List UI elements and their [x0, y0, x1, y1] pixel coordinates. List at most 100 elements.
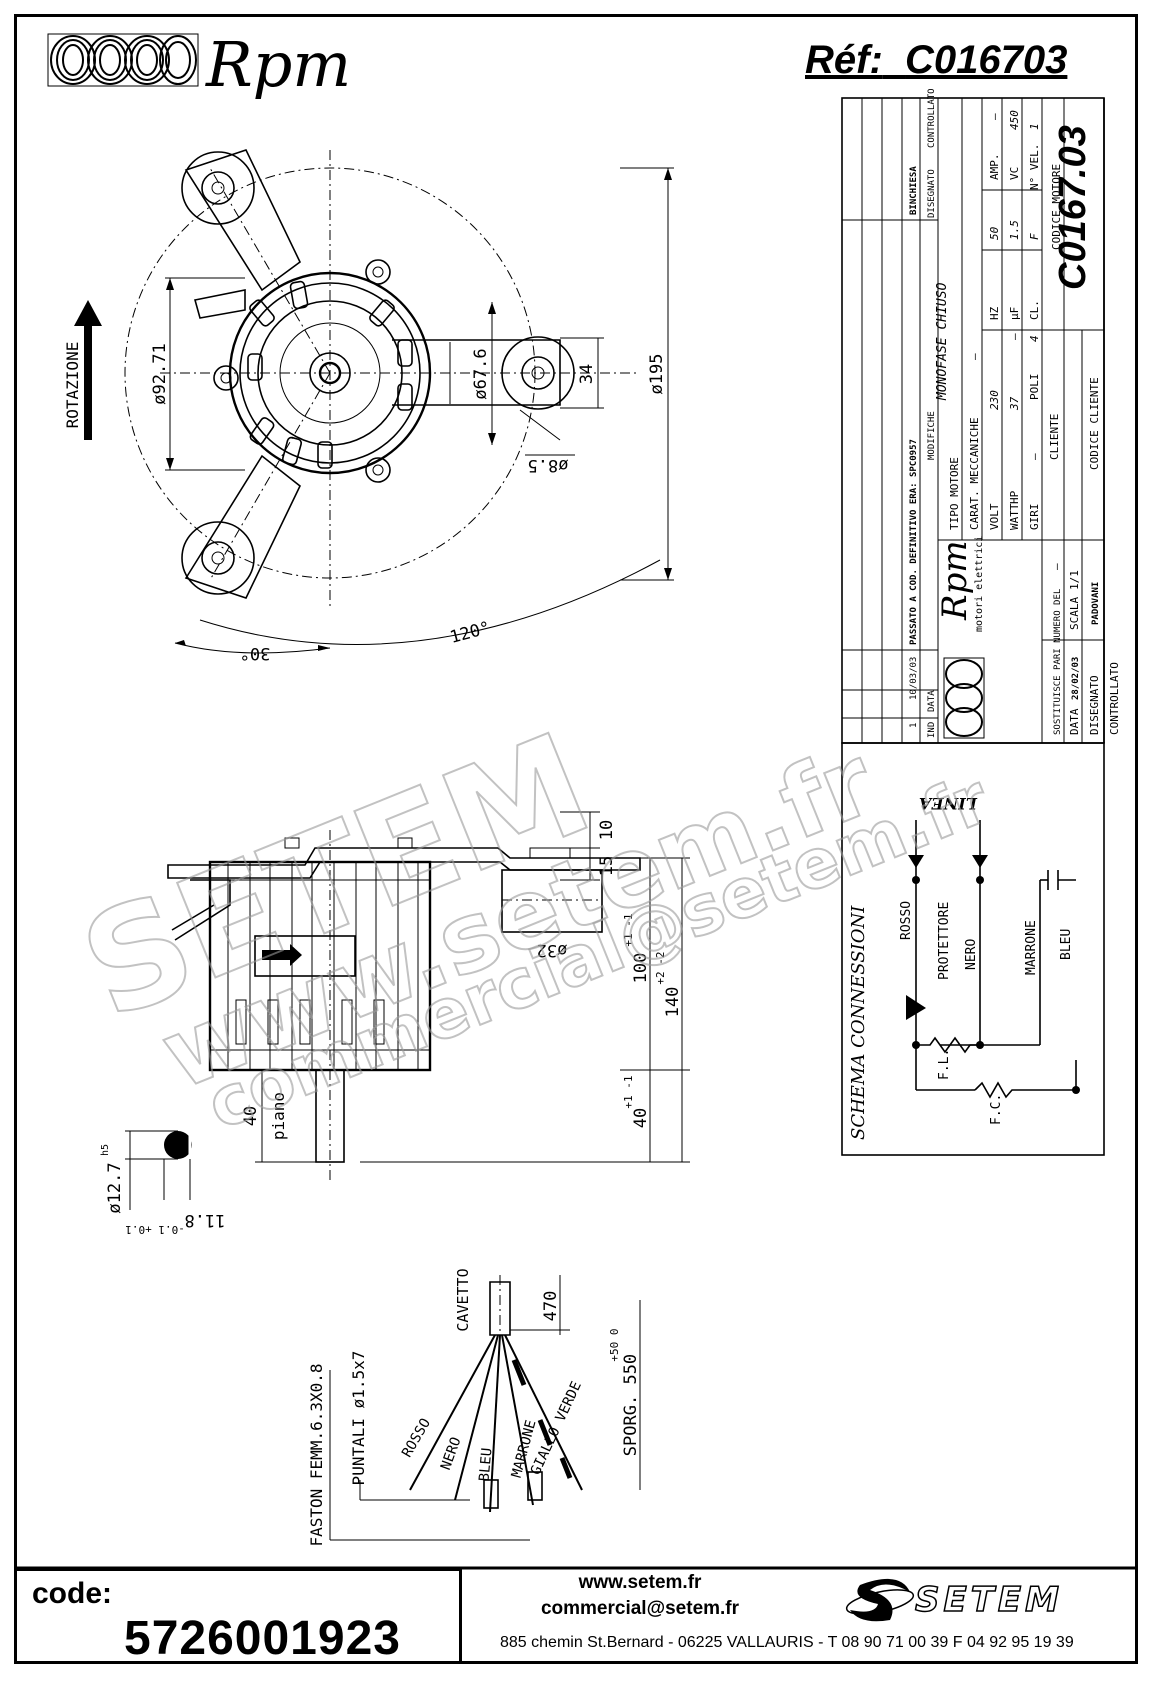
setem-logo-text: SETEM [914, 1579, 1063, 1621]
cl-label: CL. [1028, 300, 1041, 320]
data-label: DATA [1068, 708, 1081, 735]
hz-label: HZ [988, 306, 1001, 320]
disegnato-label: DISEGNATO [1088, 675, 1101, 735]
watt-value: 37 [1008, 396, 1021, 411]
mount-hole-right [501, 336, 575, 410]
volt-label: VOLT [988, 503, 1001, 530]
dim-40-left: 40 [241, 1106, 261, 1126]
dim-470: 470 [541, 1291, 561, 1322]
sporg-label: SPORG. 550 [621, 1354, 641, 1456]
rev-sign: BINCHIESA [909, 166, 919, 215]
drawing-frame [14, 14, 1138, 1664]
data-value: 28/02/03 [1071, 657, 1081, 700]
shaft-diameter: ø12.7 [105, 1162, 125, 1213]
ref-value: C016703 [905, 38, 1068, 82]
mount-hole-bottom [181, 521, 255, 595]
scala-label: SCALA [1068, 597, 1081, 630]
tb-rpm-brand: Rpm [935, 540, 975, 621]
poli-value: 4 [1028, 335, 1041, 342]
dim-15: 15 [597, 856, 617, 876]
footer-website[interactable]: www.setem.fr [578, 1572, 702, 1593]
puntali-label: PUNTALI ø1.5x7 [349, 1351, 368, 1486]
giri-label: GIRI [1028, 504, 1041, 531]
schema-rosso: ROSSO [899, 901, 914, 940]
piano-label: piano [269, 1092, 288, 1140]
rpm-coil-logo [47, 33, 199, 87]
vc-value: 450 [1008, 110, 1021, 130]
poli-label: POLI [1028, 374, 1041, 401]
ref-label: Réf: [805, 38, 883, 82]
code-box: code: 5726001923 [14, 1568, 462, 1665]
hz-value: 50 [988, 226, 1001, 240]
dim-140-tol: +2 -2 [654, 951, 667, 984]
shaft-fit: h5 [100, 1144, 111, 1156]
setem-logo-icon [845, 1578, 915, 1622]
tipo-motore: MONOFASE CHIUSO [935, 282, 950, 401]
schema-fl: F.L. [937, 1049, 952, 1080]
side-view: 10 15 ø32 100 +1 -1 140 +2 -2 40 +1 -1 4… [100, 811, 690, 1236]
wire-nero: NERO [438, 1435, 465, 1472]
codice-motore-label: CODICE MOTORE [1050, 164, 1063, 250]
wiring-schema: SCHEMA CONNESSIONI LINEA ROSSO [841, 742, 1105, 1156]
cavetto-label: CAVETTO [454, 1268, 472, 1331]
mount-hole-top [181, 151, 255, 225]
dim-92-71: ø92.71 [150, 343, 170, 404]
volt-value: 230 [988, 390, 1001, 410]
protector-icon [906, 995, 926, 1020]
hp-value: — [1008, 333, 1021, 340]
controllato-label: CONTROLLATO [1108, 662, 1121, 735]
sostituisce-label: SOSTITUISCE PARI NUMERO DEL [1053, 589, 1063, 735]
linea-label: LINEA [919, 794, 978, 813]
codice-motore: C0167.03 [1052, 125, 1094, 290]
cl-value: F [1028, 233, 1041, 240]
flat-tol: -0.1 +0.1 [125, 1223, 185, 1236]
col-controllato: CONTROLLATO [927, 88, 937, 148]
carat-value: — [968, 353, 981, 360]
vc-label: VC [1008, 167, 1021, 180]
sostituisce-value: — [1050, 563, 1063, 570]
top-view: ø92.71 ø67.6 34 ø195 ø8.5 30° 120° [63, 149, 674, 663]
code-value: 5726001923 [124, 1612, 401, 1665]
title-block: 1 10/03/03 PASSATO A COD. DEFINITIVO ERA… [841, 88, 1121, 744]
schema-protettore: PROTETTORE [937, 902, 952, 980]
uf-value: 1.5 [1008, 220, 1021, 240]
carat-label: CARAT. MECCANICHE [968, 417, 981, 530]
rev-text: PASSATO A COD. DEFINITIVO ERA: SPC0957 [909, 439, 919, 645]
disegnato-value: PADOVANI [1091, 582, 1101, 625]
direction-arrow-icon [262, 944, 302, 966]
cable-view: 470 CAVETTO ROSSO NERO BLEU MARRONE GIAL… [307, 1268, 641, 1546]
col-ind: IND [927, 722, 937, 738]
rev-ind: 1 [909, 723, 919, 728]
footer-address: 885 chemin St.Bernard - 06225 VALLAURIS … [500, 1634, 1074, 1651]
dim-10: 10 [597, 820, 617, 840]
amp-value: — [988, 113, 1001, 120]
giri-value: — [1028, 453, 1041, 460]
dim-140: 140 [663, 987, 683, 1018]
col-modifiche: MODIFICHE [927, 411, 937, 460]
faston-label: FASTON FEMM.6.3X0.8 [307, 1363, 326, 1546]
scala-value: 1/1 [1068, 570, 1081, 590]
flat-dim: 11.8 [185, 1210, 226, 1230]
reference: Réf: C016703 [805, 38, 1067, 83]
codice-cliente-label: CODICE CLIENTE [1088, 377, 1101, 470]
schema-bleu: BLEU [1059, 929, 1074, 960]
dim-195: ø195 [647, 354, 667, 395]
rev-date: 10/03/03 [909, 657, 919, 700]
dim-8-5: ø8.5 [528, 455, 569, 475]
code-label: code: [32, 1577, 113, 1610]
wire-rosso: ROSSO [399, 1416, 434, 1461]
dim-100-tol: +1 -1 [622, 913, 635, 946]
nvel-label: N° VEL. [1028, 144, 1041, 190]
dim-40-right: 40 [631, 1108, 651, 1128]
tb-rpm-sub: motori elettrici [974, 536, 985, 632]
dim-100: 100 [631, 953, 651, 984]
dim-32: ø32 [537, 940, 568, 960]
col-disegnato: DISEGNATO [927, 169, 937, 218]
dim-34: 34 [577, 364, 597, 384]
angle-120: 120° [448, 618, 493, 648]
footer-email[interactable]: commercial@setem.fr [540, 1598, 740, 1619]
watt-label: WATT [1008, 503, 1021, 530]
sporg-tol: +50 0 [608, 1328, 621, 1361]
dim-40-right-tol: +1 -1 [622, 1075, 635, 1108]
schema-marrone: MARRONE [1024, 920, 1039, 975]
